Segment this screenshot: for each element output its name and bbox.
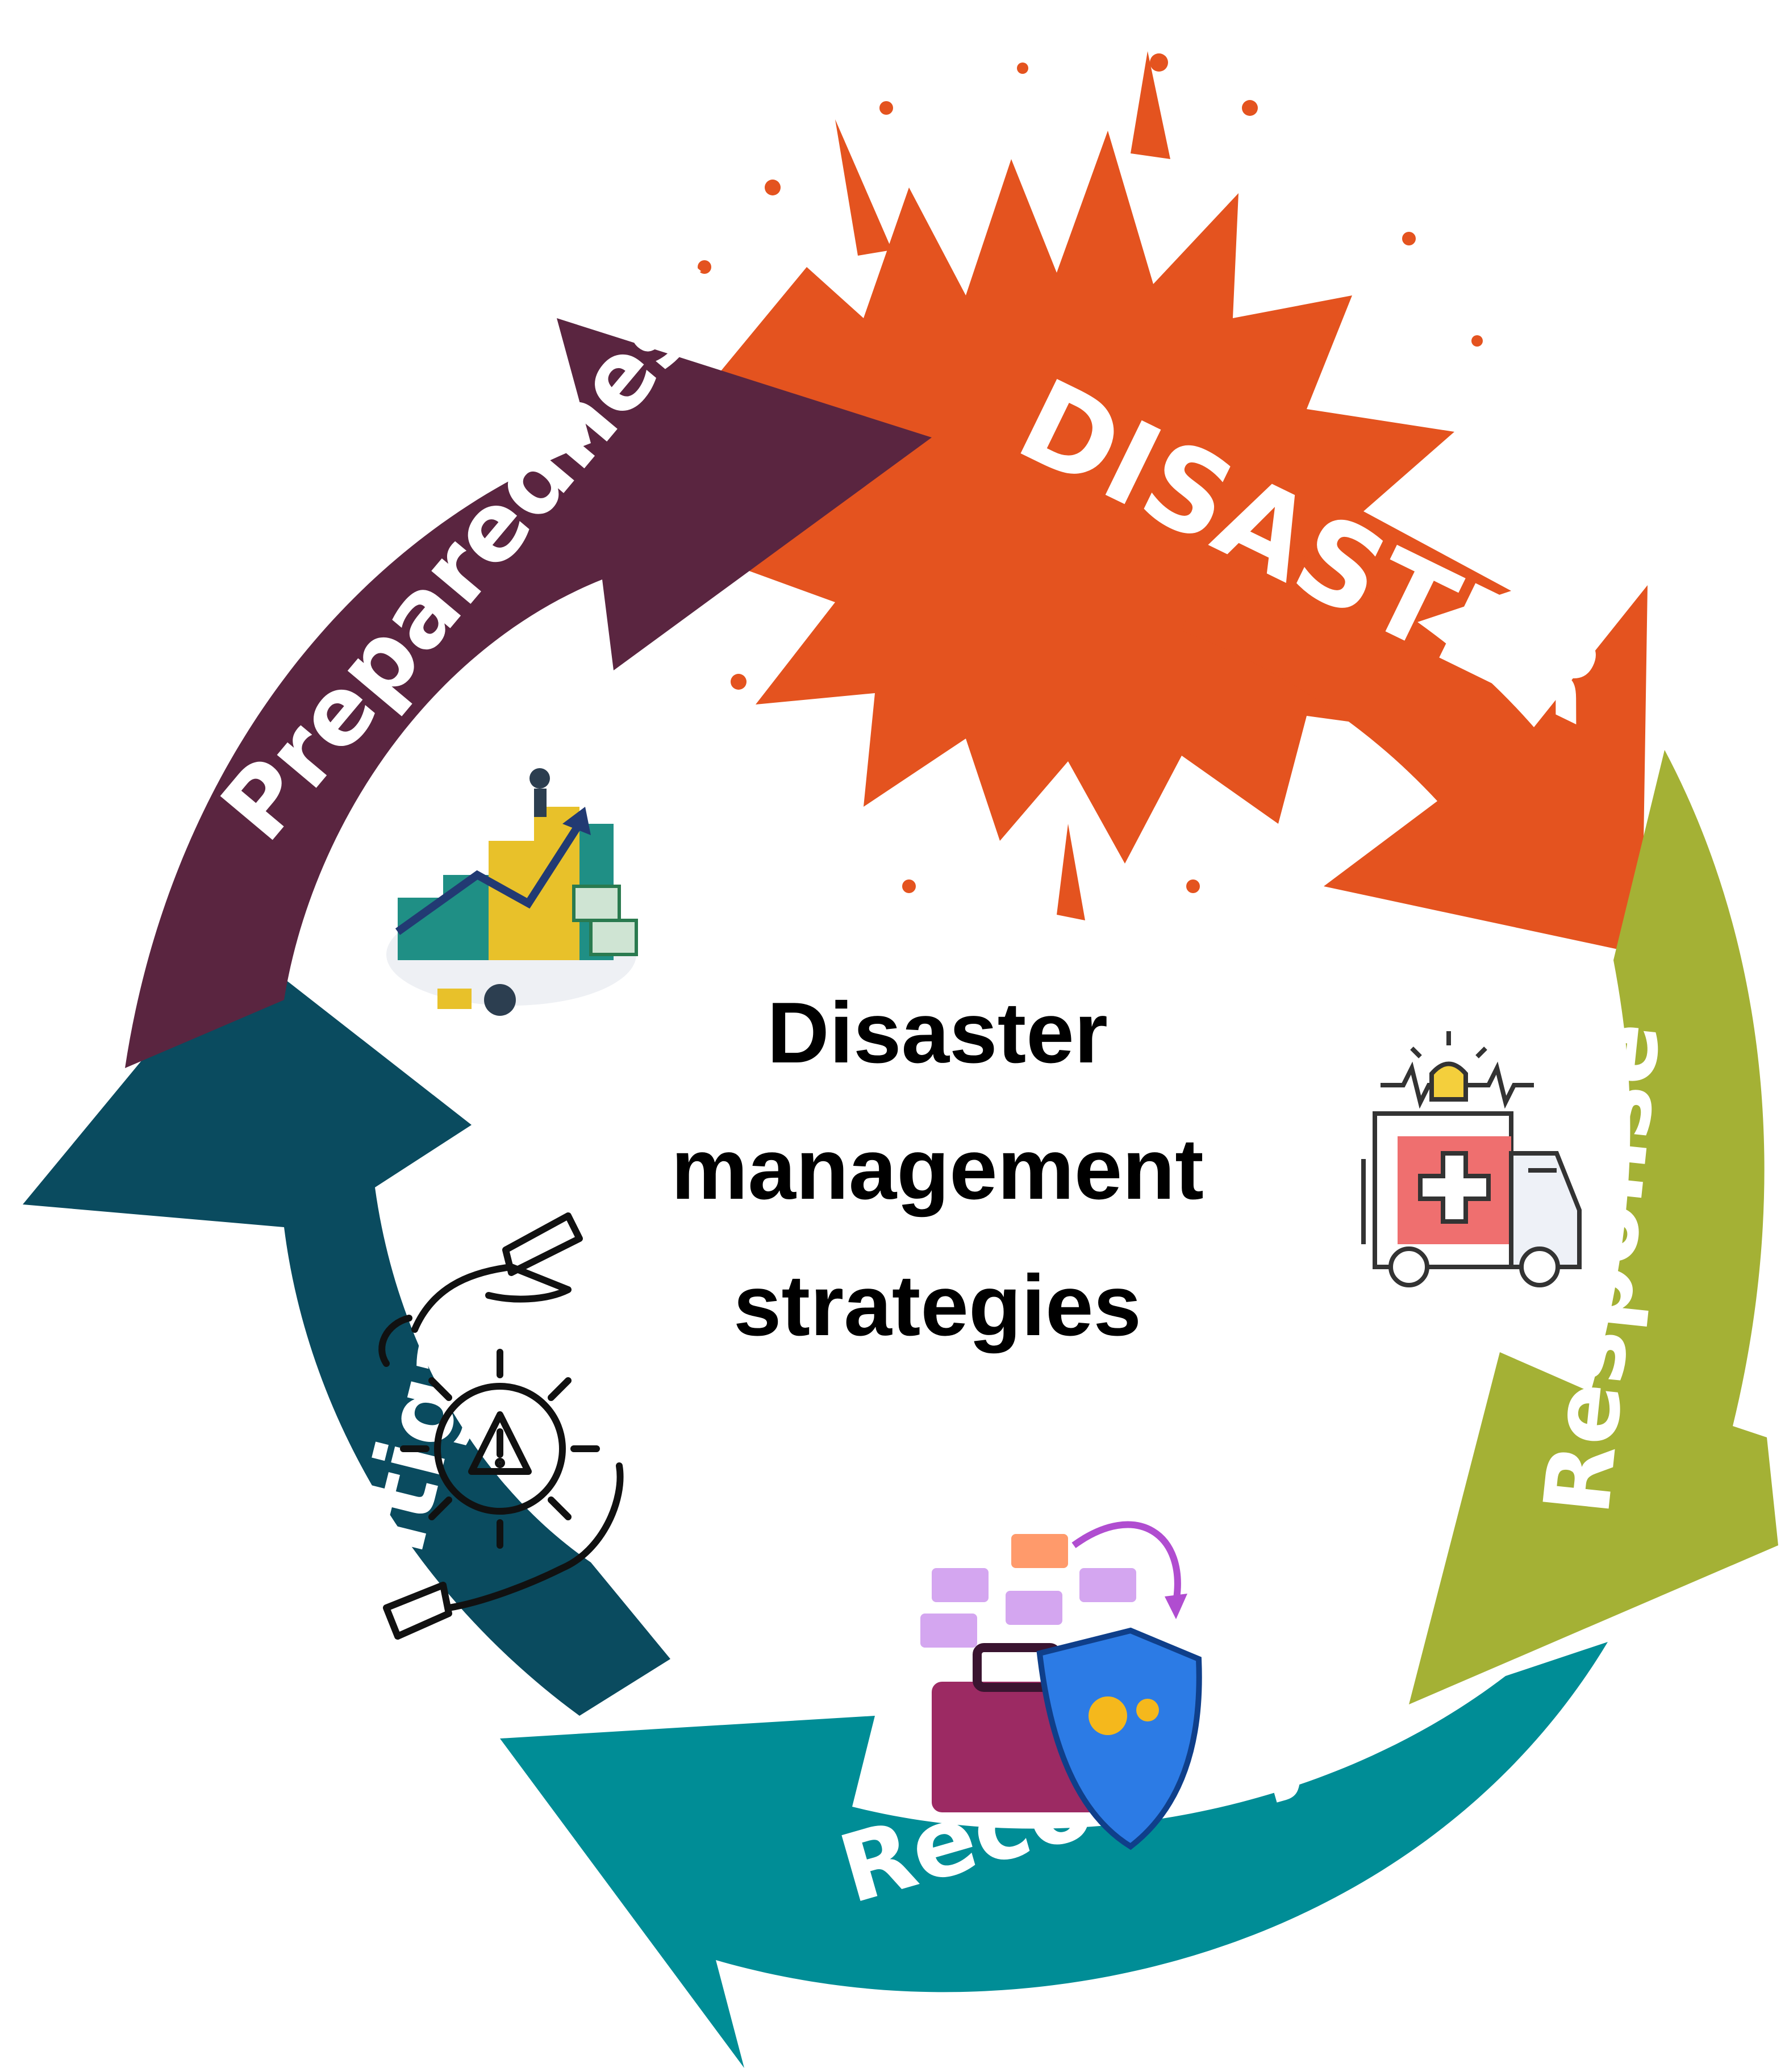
disaster-arrow — [1182, 523, 1648, 954]
mitigation-arrow — [23, 943, 670, 1716]
preparedness-arrow — [125, 318, 932, 1068]
ambulance-icon — [1361, 1031, 1582, 1287]
center-title-line-1: Disaster — [767, 985, 1108, 1081]
hands-gear-warning-icon — [378, 1212, 624, 1640]
center-title-line-2: management — [671, 1121, 1204, 1218]
recovery-arrow — [500, 1642, 1608, 2068]
shield-briefcase-icon — [920, 1521, 1202, 1850]
center-title: Disaster management strategies — [671, 985, 1204, 1354]
growth-chart-icon — [386, 768, 638, 1016]
center-title-line-3: strategies — [733, 1257, 1141, 1354]
response-arrow — [1409, 750, 1778, 1704]
